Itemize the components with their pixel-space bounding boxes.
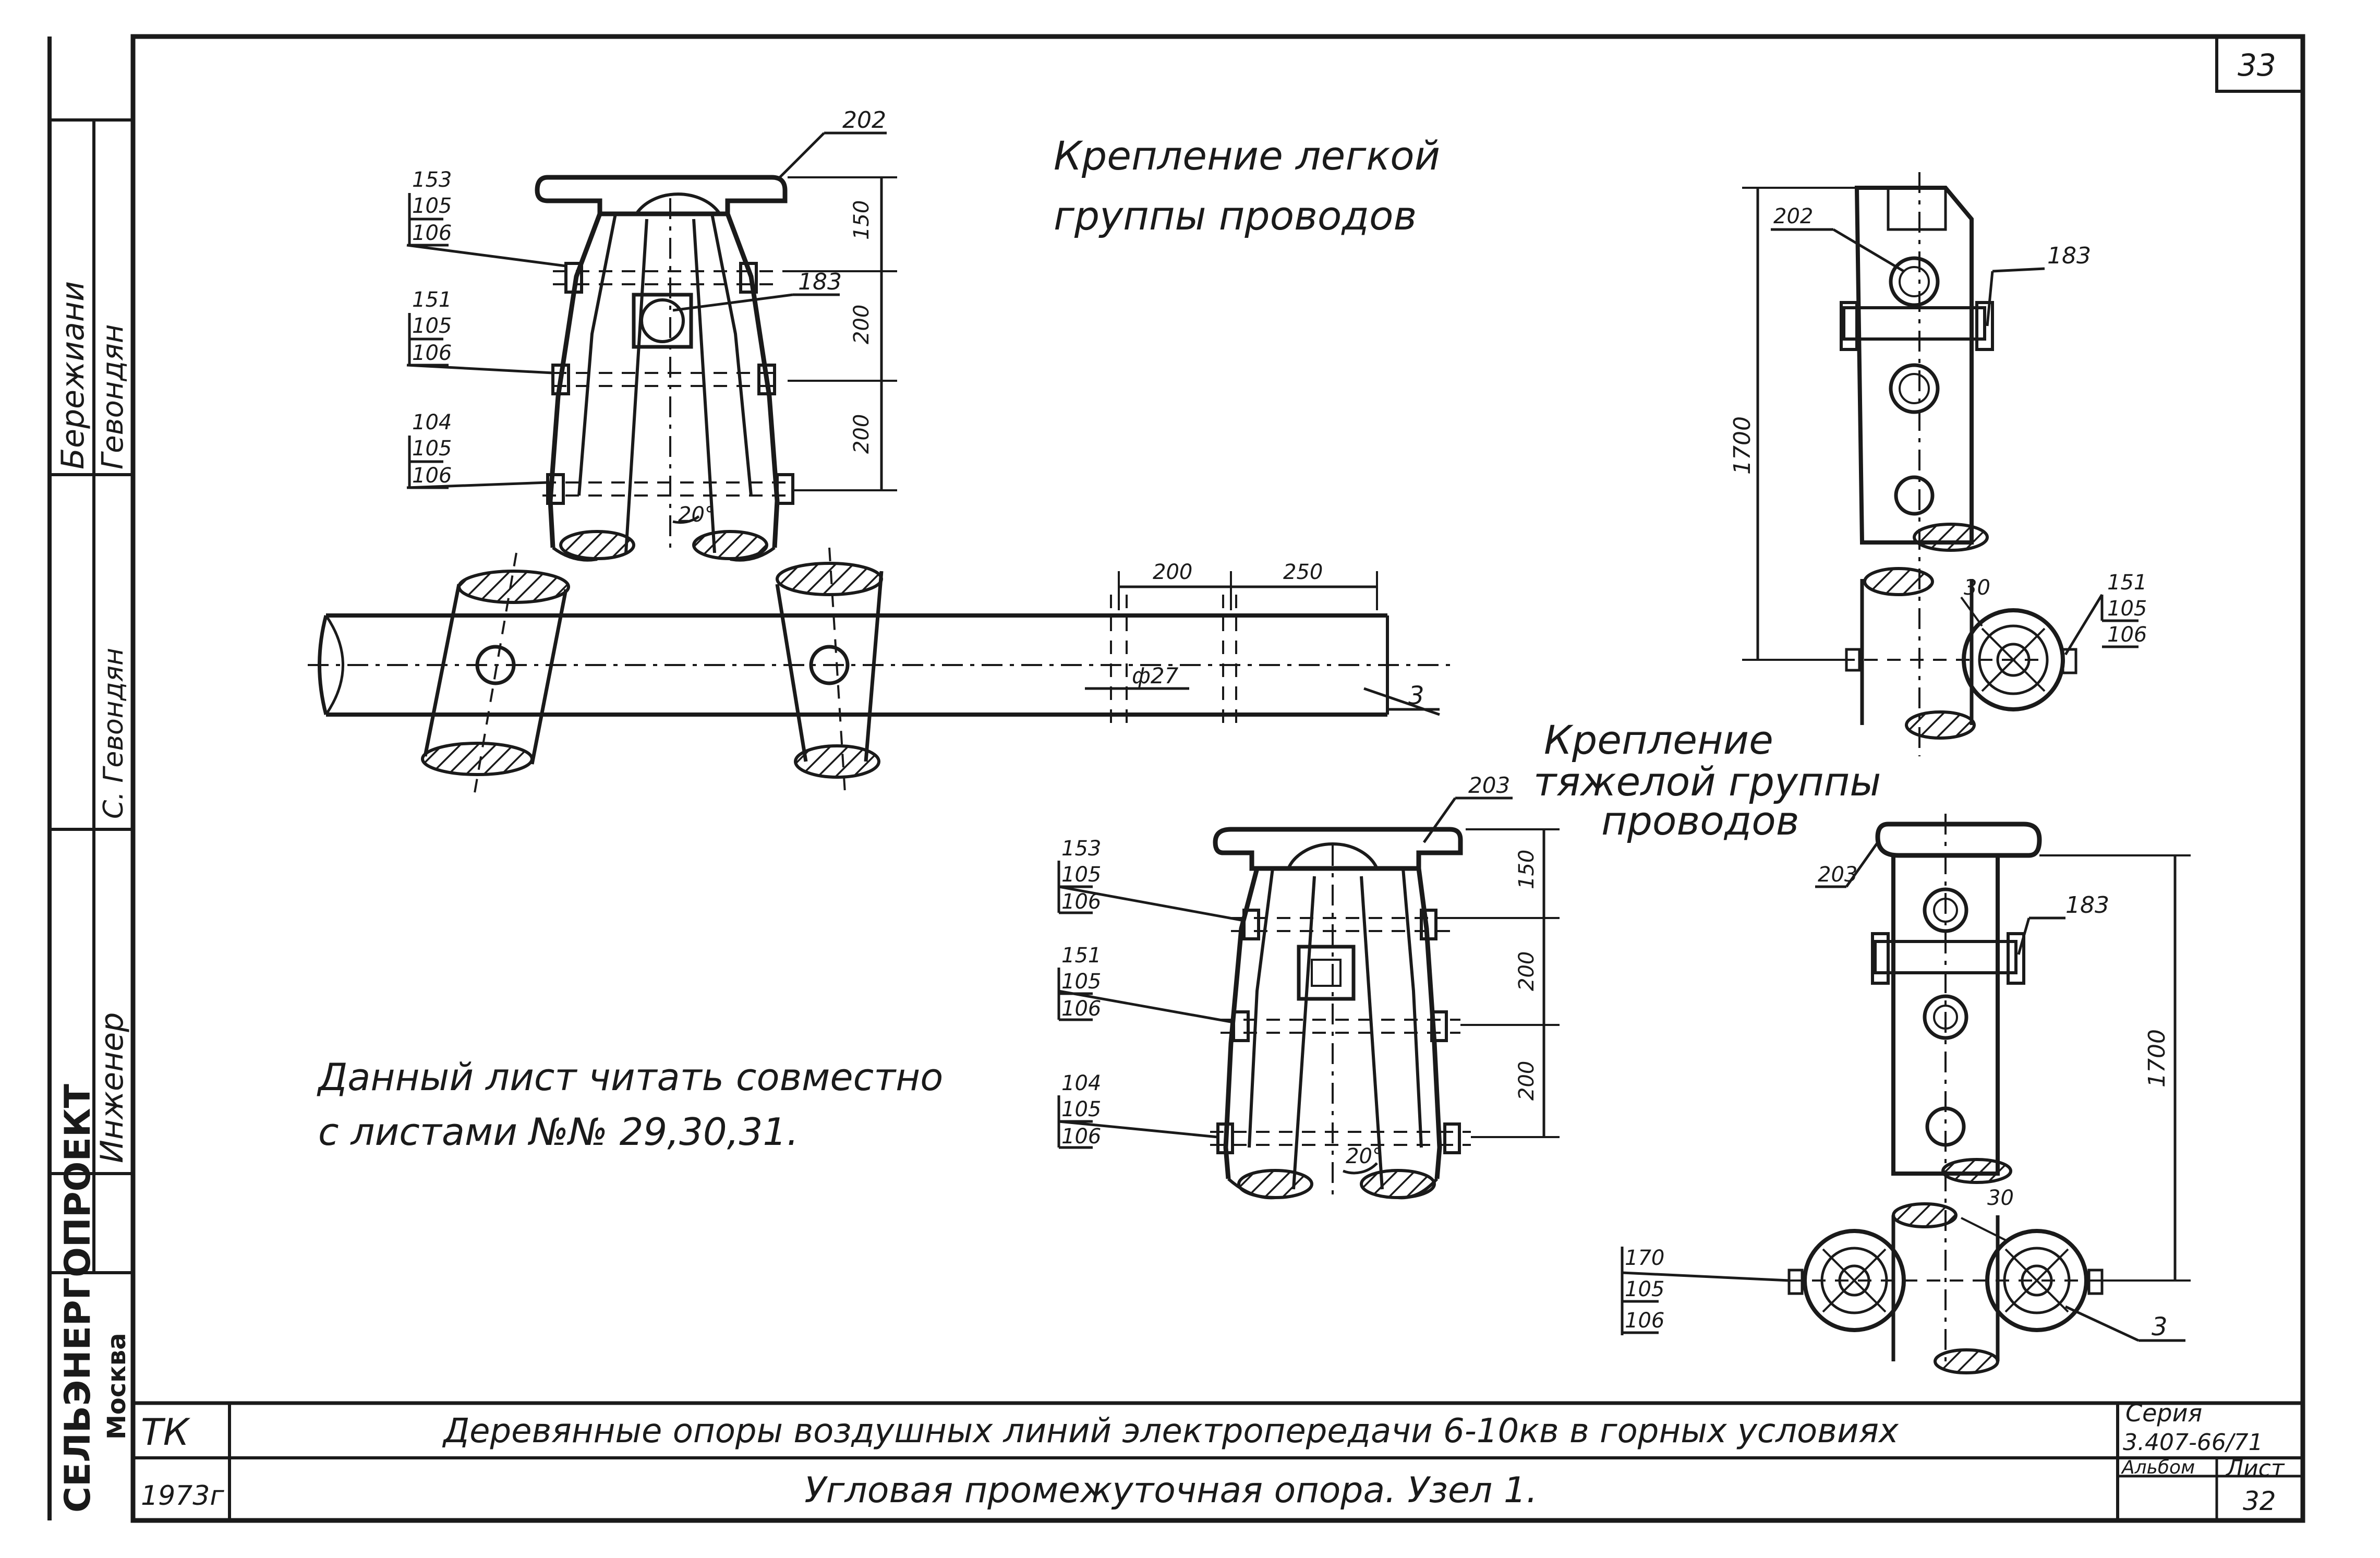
light-side-plate: 183 (2047, 243, 2091, 269)
light-side-top: 202 (1773, 204, 1813, 228)
heavy-side-stack-a: 170 (1625, 1246, 1664, 1270)
light-stack2-a: 151 (412, 288, 452, 312)
light-callout-top: 202 (842, 107, 886, 134)
side-role: Инженер (94, 1012, 130, 1163)
light-callout-plate: 183 (798, 269, 842, 295)
heavy-group-front-view (1057, 796, 1560, 1200)
heavy-stack3-a: 104 (1061, 1071, 1101, 1095)
heavy-callout-top: 203 (1468, 772, 1510, 798)
light-stack2-c: 106 (412, 341, 452, 365)
light-side-height: 1700 (1729, 416, 1756, 475)
title-sheet-label: Лист (2225, 1455, 2285, 1482)
caption-heavy-3: проводов (1601, 798, 1799, 844)
heavy-side-angle: 30 (1987, 1186, 2014, 1210)
heavy-side-stack-c: 106 (1625, 1309, 1664, 1333)
side-organization: СЕЛЬЭНЕРГОПРОЕКТ (57, 1084, 99, 1513)
heavy-side-item: 3 (2152, 1312, 2168, 1342)
title-subtitle: Угловая промежуточная опора. Узел 1. (804, 1470, 1538, 1511)
heavy-side-view (1621, 814, 2191, 1374)
light-side-stack-b: 105 (2107, 597, 2147, 621)
light-side-view (1742, 172, 2139, 756)
side-city: Москва (102, 1333, 131, 1440)
light-dim-2: 200 (850, 305, 874, 344)
light-group-front-view (406, 131, 897, 562)
side-strip (47, 37, 133, 1520)
side-name-1: Бережиани (55, 281, 91, 469)
heavy-stack1-a: 153 (1061, 837, 1101, 861)
title-series-label: Серия (2125, 1399, 2202, 1427)
sheet-frame (130, 34, 2305, 1523)
heavy-dim-1: 150 (1515, 850, 1539, 889)
light-dim-3: 200 (850, 414, 874, 454)
light-angle: 20° (678, 503, 715, 527)
light-side-stack-a: 151 (2107, 571, 2147, 595)
title-album-label: Альбом (2121, 1457, 2195, 1478)
light-stack3-b: 105 (412, 437, 452, 461)
heavy-dim-3: 200 (1515, 1061, 1539, 1101)
heavy-stack3-b: 105 (1061, 1097, 1101, 1121)
light-stack1-b: 105 (412, 194, 452, 218)
light-side-stack-c: 106 (2107, 623, 2147, 647)
heavy-dim-2: 200 (1515, 951, 1539, 991)
title-sheet-value: 32 (2243, 1486, 2276, 1516)
heavy-side-top: 203 (1818, 863, 1857, 887)
crossarm-view (308, 547, 1450, 793)
light-stack3-a: 104 (412, 410, 452, 434)
note-line-2: с листами №№ 29,30,31. (318, 1110, 799, 1154)
heavy-side-plate: 183 (2065, 892, 2109, 919)
caption-light-2: группы проводов (1054, 192, 1417, 239)
light-side-angle: 30 (1964, 576, 1990, 600)
caption-light-1: Крепление легкой (1054, 132, 1440, 179)
title-series-value: 3.407-66/71 (2123, 1429, 2263, 1456)
heavy-stack1-c: 106 (1061, 890, 1101, 914)
light-dim-1: 150 (850, 200, 874, 240)
heavy-stack2-b: 105 (1061, 970, 1101, 994)
heavy-stack2-c: 106 (1061, 997, 1101, 1021)
side-name-3: С. Гевондян (98, 648, 129, 819)
crossarm-dim-1: 200 (1153, 560, 1192, 584)
heavy-side-height: 1700 (2144, 1029, 2170, 1088)
heavy-side-stack-b: 105 (1625, 1277, 1664, 1301)
light-stack1-c: 106 (412, 221, 452, 245)
corner-number: 33 (2238, 47, 2276, 83)
light-stack3-c: 106 (412, 464, 452, 488)
heavy-stack2-a: 151 (1061, 944, 1101, 968)
side-name-2: Гевондян (96, 324, 130, 469)
light-stack1-a: 153 (412, 168, 452, 192)
title-year: 1973г (141, 1480, 224, 1512)
title-block (133, 1401, 2303, 1520)
light-stack2-b: 105 (412, 314, 452, 338)
heavy-angle: 20° (1346, 1144, 1383, 1168)
crossarm-dim-2: 250 (1283, 560, 1323, 584)
note-line-1: Данный лист читать совместно (317, 1055, 943, 1099)
heavy-stack3-c: 106 (1061, 1125, 1101, 1149)
title-main: Деревянные опоры воздушных линий электро… (442, 1412, 1899, 1451)
crossarm-hole: ф27 (1132, 663, 1179, 689)
heavy-stack1-b: 105 (1061, 863, 1101, 887)
caption-heavy-1: Крепление (1544, 717, 1773, 763)
title-code: ТК (141, 1411, 191, 1454)
corner-number-box (2215, 35, 2304, 93)
caption-heavy-2: тяжелой группы (1533, 758, 1881, 805)
crossarm-item: 3 (1408, 681, 1424, 710)
